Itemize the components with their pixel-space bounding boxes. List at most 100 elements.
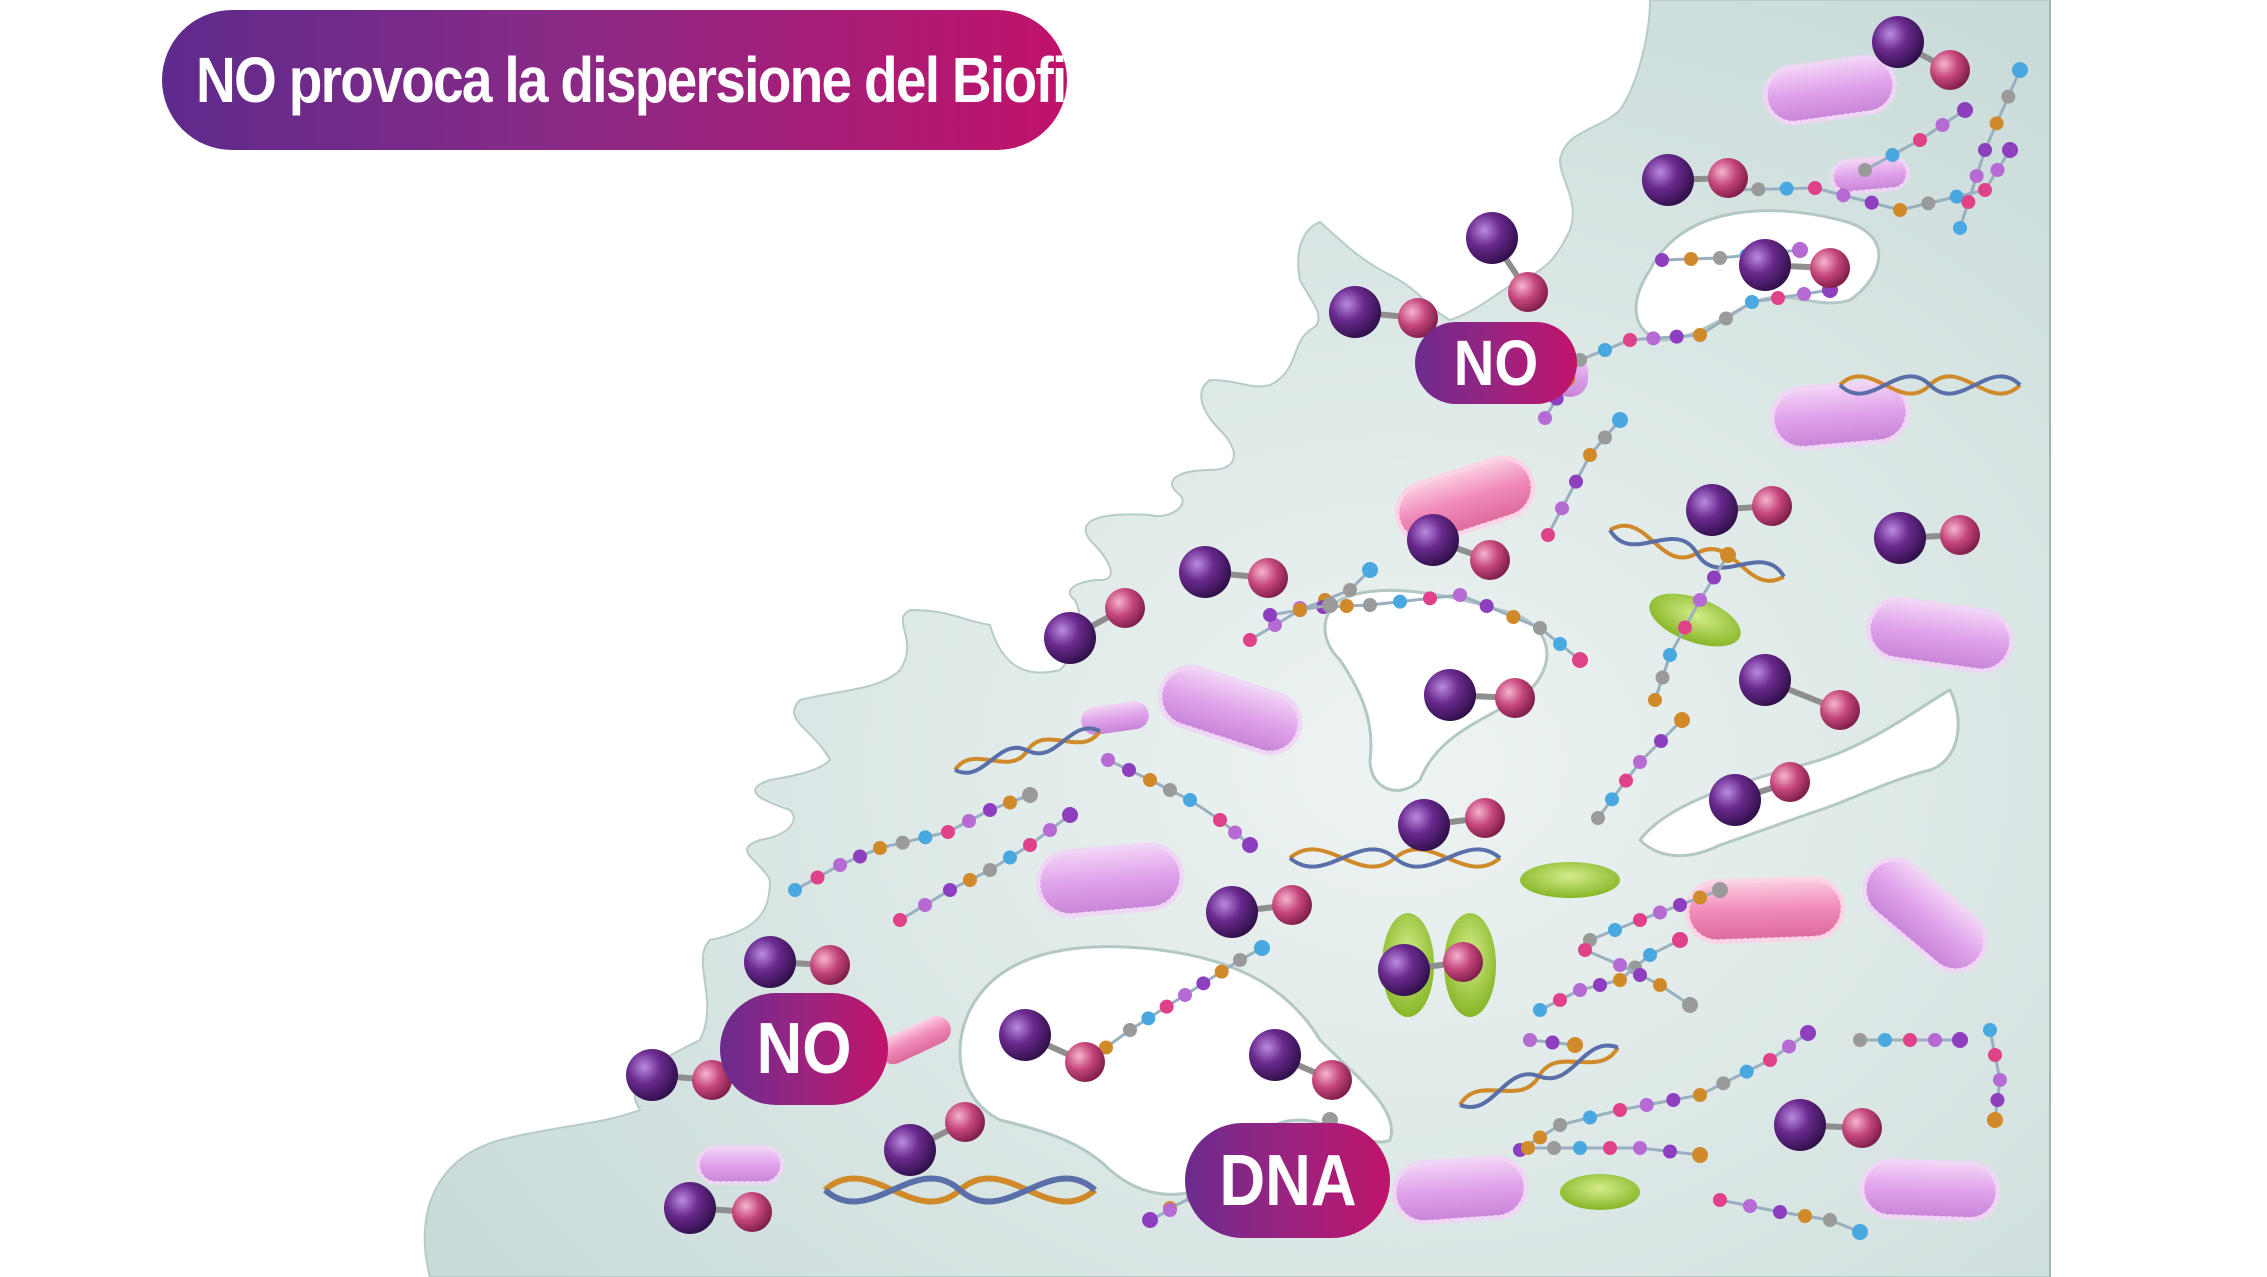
no-molecule-icon	[1179, 546, 1288, 598]
chain-bead	[1639, 1098, 1654, 1112]
chain-bead	[1993, 1073, 2007, 1087]
no-molecule-icon	[664, 1182, 772, 1234]
chain-bead	[1693, 1088, 1707, 1102]
chain-bead	[1423, 591, 1437, 606]
chain-bead	[1928, 1033, 1942, 1047]
chain-bead	[1362, 562, 1378, 578]
chain-bead	[1771, 291, 1785, 305]
chain-bead	[1003, 850, 1017, 865]
chain-bead	[1603, 1141, 1617, 1155]
nitrogen-atom	[1709, 774, 1761, 826]
chain-bead	[1633, 755, 1647, 769]
chain-bead	[1751, 182, 1766, 197]
peptide-chain	[788, 787, 1038, 897]
no-molecule-icon	[884, 1102, 985, 1176]
bacterium	[696, 1145, 784, 1185]
chain-bead	[1913, 133, 1927, 147]
chain-bead	[1893, 203, 1907, 217]
chain-bead	[1693, 890, 1707, 905]
nitrogen-atom	[884, 1124, 936, 1176]
nitrogen-atom	[1398, 799, 1450, 851]
chain-bead	[1567, 1037, 1583, 1053]
oxygen-atom	[1443, 942, 1483, 982]
chain-bead	[1852, 1224, 1868, 1240]
chain-bead	[1612, 412, 1628, 428]
chain-bead	[983, 803, 997, 817]
nitrogen-atom	[1872, 16, 1924, 68]
chain-bead	[1935, 118, 1950, 132]
chain-bead	[1961, 195, 1976, 209]
chain-bead	[1545, 1035, 1560, 1050]
chain-bead	[2002, 142, 2018, 158]
peptide-chain	[1075, 940, 1270, 1072]
oxygen-atom	[1105, 588, 1145, 628]
chain-bead	[1243, 633, 1257, 647]
chain-bead	[833, 858, 847, 872]
nitrogen-atom	[1378, 944, 1430, 996]
chain-bead	[1978, 183, 1992, 197]
chain-bead	[1678, 620, 1692, 635]
chain-bead	[962, 814, 976, 828]
chain-bead	[1022, 787, 1038, 803]
chain-bead	[1719, 311, 1733, 326]
peptide-chain	[1513, 1025, 1816, 1157]
chain-bead	[1720, 547, 1736, 563]
chain-bead	[1573, 983, 1587, 997]
chain-bead	[1578, 943, 1592, 957]
chain-bead	[1163, 1203, 1177, 1217]
nitrogen-atom	[1179, 546, 1231, 598]
bacteria	[696, 54, 2015, 1226]
chain-bead	[1183, 793, 1197, 807]
chain-bead	[1858, 163, 1872, 177]
chain-bead	[1643, 948, 1657, 962]
nitrogen-atom	[1739, 239, 1791, 291]
oxygen-atom	[1940, 515, 1980, 555]
chain-bead	[1990, 1093, 2005, 1107]
oxygen-atom	[945, 1102, 985, 1142]
bacterium	[1861, 856, 1989, 974]
chain-bead	[1653, 978, 1667, 992]
chain-bead	[1921, 196, 1936, 211]
oxygen-atom	[1820, 690, 1860, 730]
chain-bead	[893, 913, 907, 927]
nitrogen-atom	[1407, 514, 1459, 566]
chain-bead	[1143, 773, 1157, 787]
chain-bead	[941, 825, 955, 839]
chain-bead	[2012, 62, 2028, 78]
chain-bead	[1228, 825, 1242, 840]
nitrogen-atom	[1686, 484, 1738, 536]
chain-bead	[1608, 923, 1622, 937]
chain-bead	[1655, 253, 1669, 267]
chain-bead	[1533, 621, 1547, 635]
chain-bead	[1242, 837, 1258, 853]
chain-bead	[943, 883, 957, 897]
chain-bead	[895, 835, 910, 850]
chain-bead	[1713, 251, 1727, 265]
chain-bead	[1613, 973, 1627, 987]
chain-bead	[1782, 1039, 1796, 1054]
no-label-top: NO	[1415, 322, 1577, 404]
chain-bead	[1623, 333, 1637, 347]
chain-bead	[1613, 1103, 1627, 1117]
nitrogen-atom	[1329, 286, 1381, 338]
chain-bead	[1969, 169, 1984, 183]
chain-bead	[1553, 637, 1567, 651]
nitrogen-atom	[1739, 654, 1791, 706]
chain-bead	[983, 863, 997, 877]
chain-bead	[1553, 1118, 1567, 1132]
peptide-chain	[893, 807, 1078, 927]
oxygen-atom	[732, 1192, 772, 1232]
chain-bead	[1123, 1023, 1137, 1037]
nitrogen-atom	[744, 936, 796, 988]
chain-bead	[1633, 1141, 1647, 1155]
no-molecule-icon	[1424, 669, 1535, 721]
chain-bead	[1521, 1141, 1535, 1155]
chain-bead	[1023, 838, 1037, 852]
chain-bead	[1605, 792, 1619, 807]
no-molecule-icon	[1378, 942, 1483, 996]
nitrogen-atom	[664, 1182, 716, 1234]
chain-bead	[1633, 968, 1647, 982]
peptide-chain	[1521, 1141, 1708, 1163]
peptide-chain	[1101, 753, 1258, 853]
chain-bead	[1663, 1144, 1677, 1159]
